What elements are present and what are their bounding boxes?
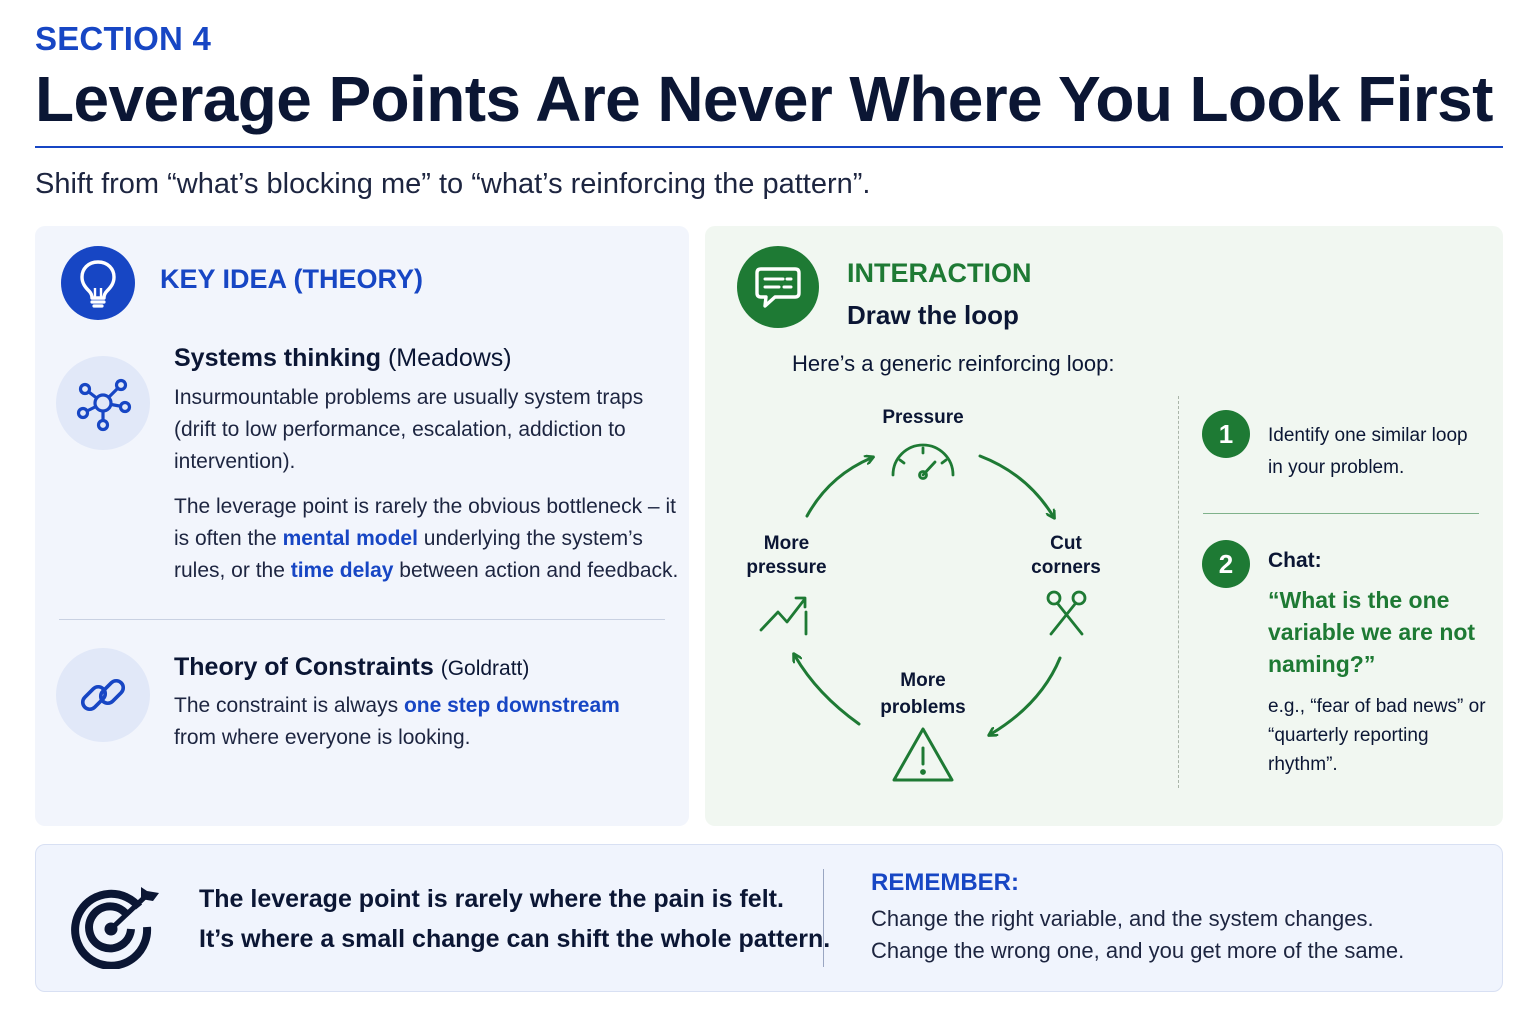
reinforcing-loop-diagram — [759, 443, 1087, 782]
title-rule — [35, 146, 1503, 148]
interaction-heading: INTERACTION — [847, 258, 1032, 288]
interaction-subheading: Draw the loop — [847, 300, 1019, 330]
loop-arrow-bottom-left — [795, 656, 861, 726]
warning-icon — [892, 727, 954, 782]
leverage-point-text: The leverage point is rarely the obvious… — [174, 495, 679, 582]
scissors-icon — [1046, 590, 1087, 636]
chat-icon — [737, 246, 819, 328]
key-idea-heading: KEY IDEA (THEORY) — [160, 264, 424, 294]
section-label: SECTION 4 — [35, 20, 212, 57]
loop-intro: Here’s a generic reinforcing loop: — [792, 351, 1115, 376]
step-separator — [1203, 513, 1479, 514]
page-subtitle: Shift from “what’s blocking me” to “what… — [35, 168, 871, 200]
bottom-divider — [823, 869, 824, 967]
steps-divider — [1178, 396, 1179, 788]
loop-arrow-right-bottom — [991, 656, 1062, 734]
remember-text: Change the right variable, and the syste… — [871, 906, 1405, 963]
trend-up-icon — [759, 596, 808, 636]
time-delay-highlight: time delay — [290, 559, 394, 582]
takeaway-text: The leverage point is rarely where the p… — [199, 885, 831, 953]
step-2-badge: 2 — [1202, 540, 1250, 588]
step-2-quote: “What is the one variable we are not nam… — [1268, 587, 1476, 677]
theory-constraints-text: The constraint is always one step downst… — [174, 694, 620, 749]
key-idea-panel: KEY IDEA (THEORY) Systems thinking (Mead… — [35, 226, 689, 826]
loop-arrow-left-top — [805, 458, 871, 518]
step-1-badge: 1 — [1202, 410, 1250, 458]
target-icon — [71, 887, 159, 969]
step-2-example: e.g., “fear of bad news” or “quarterly r… — [1268, 696, 1486, 775]
theory-constraints-title: Theory of Constraints (Goldratt) — [174, 653, 530, 681]
loop-node-pressure: Pressure — [882, 407, 964, 428]
mental-model-highlight: mental model — [282, 527, 418, 550]
gauge-icon — [891, 443, 955, 480]
network-icon — [56, 356, 150, 450]
section-divider — [59, 619, 665, 620]
downstream-highlight: one step downstream — [403, 694, 620, 717]
lightbulb-icon — [61, 246, 135, 320]
link-icon — [56, 648, 150, 742]
loop-arrow-top-right — [978, 454, 1053, 516]
takeaway-panel: The leverage point is rarely where the p… — [35, 844, 1503, 992]
step-2-label: Chat: — [1268, 549, 1322, 572]
remember-label: REMEMBER: — [871, 869, 1019, 896]
systems-thinking-title: Systems thinking (Meadows) — [174, 344, 512, 372]
page-title: Leverage Points Are Never Where You Look… — [35, 63, 1493, 135]
interaction-panel: INTERACTION Draw the loop Here’s a gener… — [705, 226, 1503, 826]
systems-thinking-text: Insurmountable problems are usually syst… — [174, 386, 644, 473]
